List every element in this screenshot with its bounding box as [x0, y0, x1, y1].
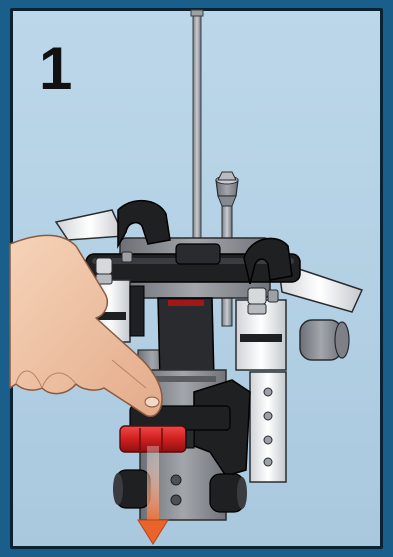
center-red-slit	[168, 300, 204, 306]
center-dark-wedge	[158, 298, 214, 380]
left-wing-panel	[56, 210, 124, 240]
vertical-rod	[191, 10, 203, 258]
top-connector	[176, 244, 220, 264]
right-side-connector	[300, 320, 349, 360]
